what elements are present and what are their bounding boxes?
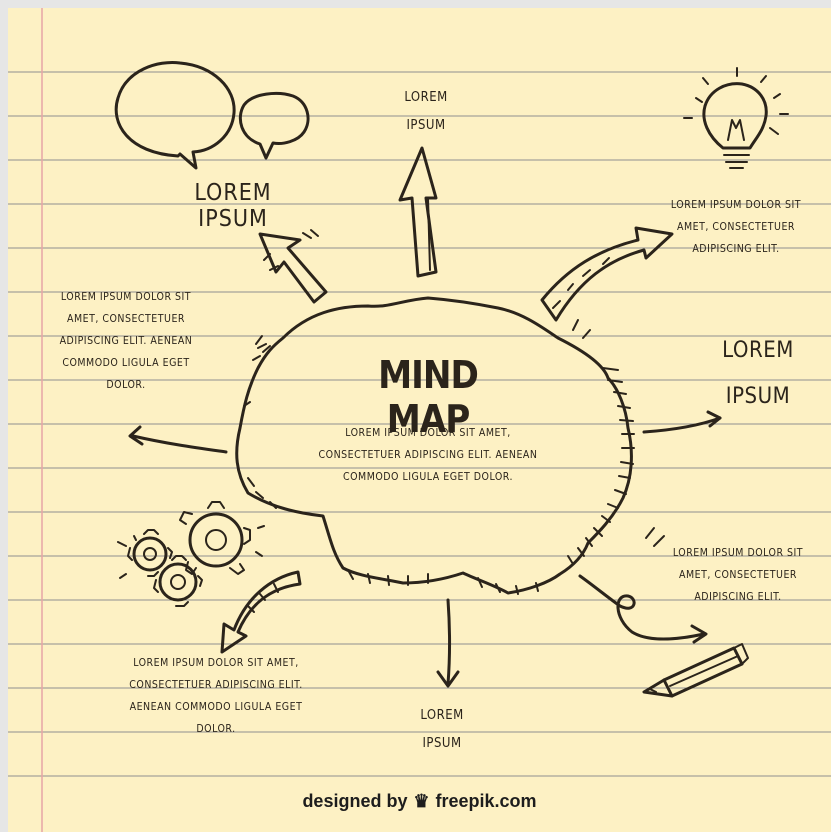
arrow-up-icon (398, 146, 438, 278)
center-body: LOREM IPSUM DOLOR SIT AMET, CONSECTETUER… (318, 427, 538, 483)
gears-text: LOREM IPSUM DOLOR SIT AMET, CONSECTETUER… (129, 657, 303, 735)
arrow-up-left-icon (258, 229, 328, 304)
drawings-layer (114, 60, 789, 698)
notebook-paper: MIND MAP LOREM IPSUM DOLOR SIT AMET, CON… (8, 8, 831, 832)
arrow-down-left-icon (220, 570, 302, 654)
brain-outline (235, 296, 635, 595)
arrow-left-icon (128, 425, 228, 454)
loop-arrow-icon (578, 574, 708, 644)
right-label: LOREM IPSUM (722, 338, 794, 409)
credit: designed by ♛ freepik.com (8, 791, 831, 812)
lightbulb-icon (683, 67, 789, 169)
bottom-label: LOREM IPSUM (420, 708, 464, 751)
arrow-down-icon (436, 598, 460, 688)
gears-icon (117, 501, 265, 607)
pencil-icon (642, 643, 749, 698)
speech-label: LOREM IPSUM (194, 180, 272, 232)
arrow-right-icon (642, 410, 722, 434)
center-title: MIND MAP (378, 353, 479, 441)
bulb-text: LOREM IPSUM DOLOR SIT AMET, CONSECTETUER… (670, 199, 802, 255)
left-text: LOREM IPSUM DOLOR SIT AMET, CONSECTETUER… (59, 291, 193, 391)
credit-brand: freepik.com (435, 791, 537, 811)
speech-bubbles-icon (114, 60, 310, 170)
top-label: LOREM IPSUM (404, 90, 448, 133)
right-bottom-text: LOREM IPSUM DOLOR SIT AMET, CONSECTETUER… (672, 547, 804, 603)
freepik-logo-icon: ♛ (413, 791, 430, 811)
accent-strokes (645, 527, 665, 547)
credit-prefix: designed by (302, 791, 408, 811)
arrow-up-right-icon (540, 226, 674, 322)
